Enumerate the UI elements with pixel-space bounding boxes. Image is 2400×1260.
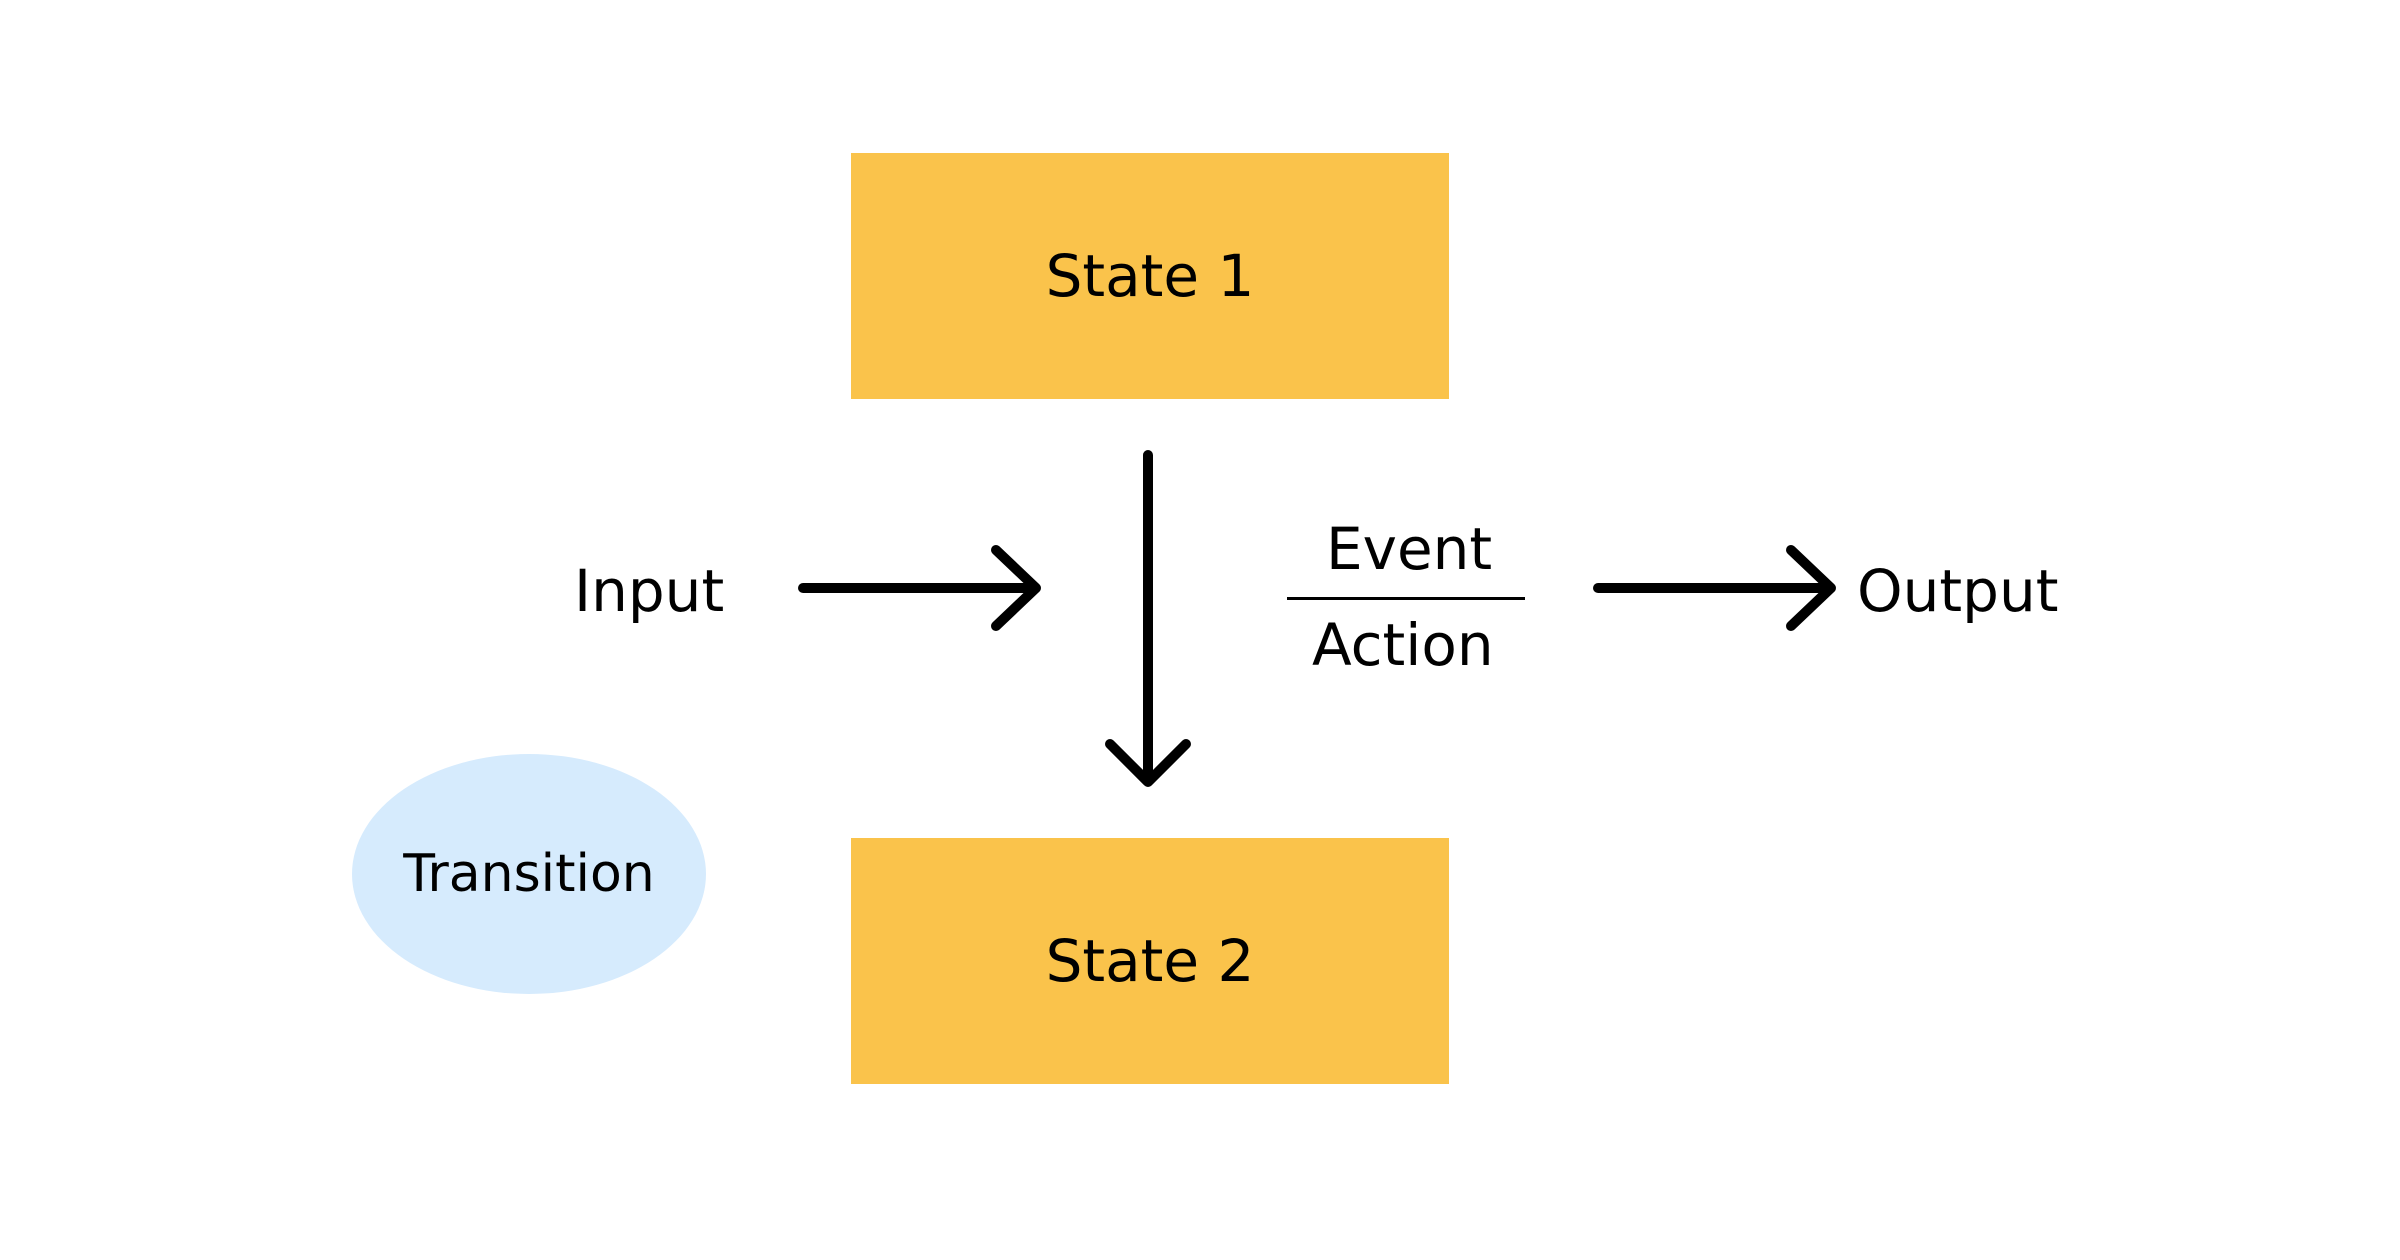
output-arrow — [1593, 545, 1836, 631]
state-2-label: State 2 — [1045, 927, 1255, 995]
state-2-box: State 2 — [851, 838, 1449, 1084]
action-label: Action — [1312, 611, 1494, 679]
input-label: Input — [574, 557, 725, 625]
transition-legend-label: Transition — [403, 844, 655, 904]
state-1-box: State 1 — [851, 153, 1449, 399]
transition-arrow — [1105, 450, 1191, 787]
state-1-label: State 1 — [1045, 242, 1255, 310]
event-action-divider — [1287, 597, 1525, 600]
output-label: Output — [1857, 557, 2059, 625]
event-label: Event — [1326, 515, 1493, 583]
transition-legend-ellipse: Transition — [352, 754, 706, 994]
input-arrow — [798, 545, 1041, 631]
